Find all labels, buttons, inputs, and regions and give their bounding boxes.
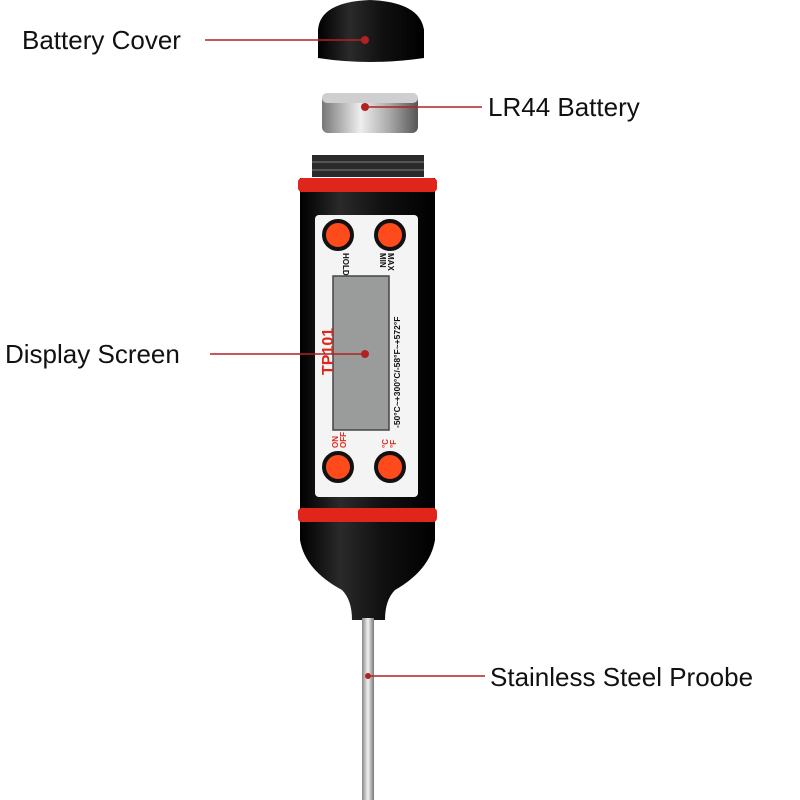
stainless-probe — [362, 618, 374, 800]
min-label: MIN — [378, 253, 387, 268]
label-display-screen: Display Screen — [5, 339, 180, 369]
battery-cover — [318, 0, 424, 62]
thread — [312, 155, 424, 177]
unit-c-label: °C — [381, 439, 390, 448]
unit-f-label: °F — [389, 440, 398, 448]
leader-battery — [361, 103, 482, 111]
max-min-button[interactable] — [374, 219, 406, 251]
hold-button[interactable] — [322, 219, 354, 251]
model-label: TP101 — [320, 328, 337, 375]
leader-battery-cover — [205, 36, 369, 44]
hold-label: HOLD — [341, 253, 350, 276]
lr44-battery — [322, 93, 418, 133]
leader-probe — [365, 673, 485, 679]
red-band-bottom — [298, 508, 437, 522]
label-battery-cover: Battery Cover — [22, 25, 181, 55]
label-probe: Stainless Steel Proobe — [490, 662, 753, 692]
display-screen — [332, 275, 390, 431]
range-label: -50°C~+300°C/-58°F~+572°F — [392, 317, 402, 428]
unit-button[interactable] — [374, 451, 406, 483]
off-label: OFF — [339, 432, 348, 448]
label-battery: LR44 Battery — [488, 92, 640, 122]
on-off-button[interactable] — [322, 451, 354, 483]
on-label: ON — [331, 436, 340, 448]
max-label: MAX — [386, 253, 395, 271]
leader-display — [210, 350, 369, 358]
red-band-top — [298, 178, 437, 192]
